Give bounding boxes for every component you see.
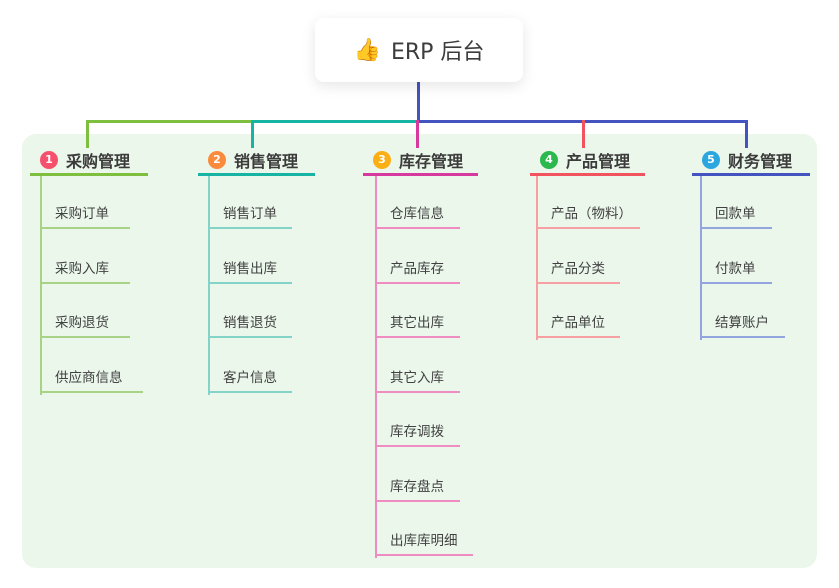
connector-line	[251, 120, 420, 123]
child-node[interactable]: 产品单位	[536, 310, 620, 338]
connector-line	[86, 120, 254, 123]
child-node[interactable]: 供应商信息	[40, 365, 143, 393]
child-node[interactable]: 回款单	[700, 201, 772, 229]
connector-line	[86, 120, 89, 148]
connector-line	[417, 80, 420, 123]
branch-node-3[interactable]: 3 库存管理	[363, 146, 478, 176]
child-node[interactable]: 销售出库	[208, 256, 292, 284]
connector-line	[40, 176, 42, 395]
child-node[interactable]: 采购退货	[40, 310, 130, 338]
branch-label: 库存管理	[399, 151, 464, 171]
child-node[interactable]: 仓库信息	[375, 201, 460, 229]
child-node[interactable]: 库存盘点	[375, 474, 460, 502]
child-node[interactable]: 采购订单	[40, 201, 130, 229]
child-node[interactable]: 客户信息	[208, 365, 292, 393]
branch-number-badge: 4	[540, 150, 558, 169]
child-node[interactable]: 产品库存	[375, 256, 460, 284]
thumbs-up-icon: 👍	[353, 37, 381, 63]
branch-label: 产品管理	[566, 151, 631, 171]
connector-line	[251, 120, 254, 148]
root-node[interactable]: 👍 ERP 后台	[315, 18, 523, 82]
child-node[interactable]: 付款单	[700, 256, 772, 284]
branch-number-badge: 5	[702, 150, 720, 169]
branch-label: 财务管理	[728, 151, 793, 171]
child-node[interactable]: 库存调拨	[375, 419, 460, 447]
connector-line	[536, 176, 538, 340]
child-node[interactable]: 出库库明细	[375, 528, 473, 556]
branch-number-badge: 3	[373, 150, 391, 169]
child-node[interactable]: 销售退货	[208, 310, 292, 338]
branch-label: 销售管理	[234, 151, 299, 171]
branch-node-5[interactable]: 5 财务管理	[692, 146, 810, 176]
connector-line	[208, 176, 210, 395]
connector-line	[375, 176, 377, 558]
connector-line	[745, 120, 748, 148]
connector-line	[582, 120, 585, 148]
connector-line	[700, 176, 702, 340]
background-panel	[22, 134, 817, 568]
branch-node-1[interactable]: 1 采购管理	[30, 146, 148, 176]
branch-node-4[interactable]: 4 产品管理	[530, 146, 645, 176]
branch-number-badge: 1	[40, 150, 58, 169]
child-node[interactable]: 其它出库	[375, 310, 460, 338]
connector-line	[416, 120, 419, 148]
root-label: ERP 后台	[390, 40, 485, 65]
child-node[interactable]: 结算账户	[700, 310, 785, 338]
child-node[interactable]: 产品（物料）	[536, 201, 640, 229]
child-node[interactable]: 其它入库	[375, 365, 460, 393]
branch-number-badge: 2	[208, 150, 226, 169]
child-node[interactable]: 销售订单	[208, 201, 292, 229]
branch-label: 采购管理	[66, 151, 131, 171]
branch-node-2[interactable]: 2 销售管理	[198, 146, 315, 176]
child-node[interactable]: 产品分类	[536, 256, 620, 284]
child-node[interactable]: 采购入库	[40, 256, 130, 284]
